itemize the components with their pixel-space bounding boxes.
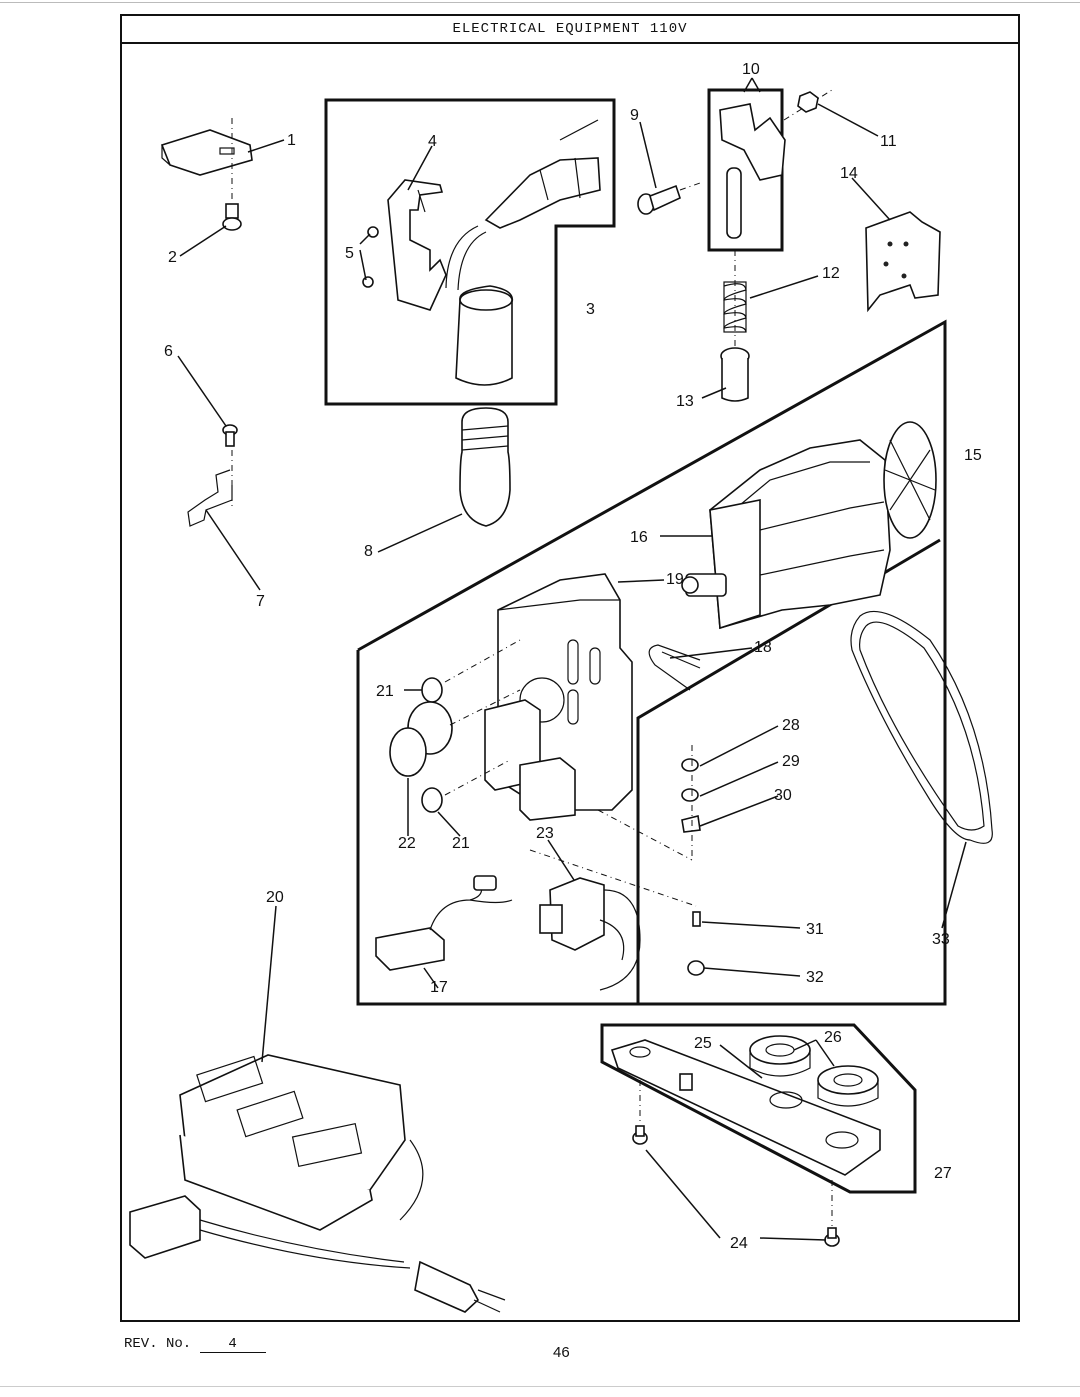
callout-25: 25	[694, 1035, 712, 1052]
part-20-foot-control	[129, 1054, 506, 1313]
part-1-bracket	[160, 129, 253, 176]
revision-number: REV. No. 4	[124, 1336, 266, 1353]
callout-23: 23	[536, 825, 554, 842]
part-22-knob	[389, 701, 453, 777]
part-24-screw-b	[824, 1227, 840, 1247]
part-9-screw	[637, 184, 681, 215]
callout-26: 26	[824, 1029, 842, 1046]
part-33-belt	[850, 610, 993, 844]
part-30-nut	[681, 815, 701, 833]
callout-19: 19	[666, 571, 684, 588]
callout-31: 31	[806, 921, 824, 938]
callout-7: 7	[256, 593, 265, 610]
part-16-motor	[681, 439, 891, 630]
part-31-screw	[692, 911, 701, 927]
callout-6: 6	[164, 343, 173, 360]
part-17-connector	[375, 875, 513, 971]
callout-2: 2	[168, 249, 177, 266]
part-26-foot-a	[749, 1035, 811, 1077]
bottom-rule	[0, 1386, 1080, 1387]
callout-18: 18	[754, 639, 772, 656]
callout-29: 29	[782, 753, 800, 770]
callout-21b: 21	[452, 835, 470, 852]
part-fan	[883, 421, 937, 539]
revision-value: 4	[199, 1336, 266, 1353]
part-26-foot-b	[817, 1065, 879, 1107]
part-4-bracket	[387, 179, 447, 311]
callout-21a: 21	[376, 683, 394, 700]
callout-33: 33	[932, 931, 950, 948]
box-assembly-10	[707, 88, 784, 252]
callout-11: 11	[880, 133, 897, 150]
top-rule	[0, 2, 1080, 3]
callout-9: 9	[630, 107, 639, 124]
callout-10: 10	[742, 61, 760, 78]
callout-24: 24	[730, 1235, 748, 1252]
page-number: 46	[553, 1344, 570, 1361]
part-6-screw	[222, 424, 238, 447]
callout-17: 17	[430, 979, 448, 996]
box-assembly-27	[600, 1023, 917, 1194]
part-21-bushing-a	[421, 677, 443, 703]
callout-14: 14	[840, 165, 858, 182]
part-8-bulb	[459, 407, 511, 527]
part-18-clip	[648, 644, 701, 691]
part-21-bushing-b	[421, 787, 443, 813]
callout-30: 30	[774, 787, 792, 804]
callout-13: 13	[676, 393, 694, 410]
callout-1: 1	[287, 132, 296, 149]
part-29-washer	[681, 788, 699, 802]
callout-4: 4	[428, 133, 437, 150]
callout-5: 5	[345, 245, 354, 262]
box-assembly-15-outline	[356, 650, 638, 1006]
part-19-housing	[484, 573, 633, 821]
part-14-plate	[865, 211, 941, 313]
part-11-nut	[797, 91, 819, 113]
part-32-bushing	[687, 960, 705, 976]
part-7-wire-guide	[187, 469, 233, 527]
callout-15: 15	[964, 447, 982, 464]
part-12-spring	[723, 281, 747, 333]
part-socket	[445, 119, 601, 386]
callout-12: 12	[822, 265, 840, 282]
part-13-bushing	[720, 347, 750, 402]
diagram-frame: ELECTRICAL EQUIPMENT 110V	[120, 14, 1020, 1322]
part-10-assembly	[719, 103, 786, 239]
part-28-washer	[681, 758, 699, 772]
callout-20: 20	[266, 889, 284, 906]
revision-label: REV. No.	[124, 1336, 192, 1352]
callout-28: 28	[782, 717, 800, 734]
callout-27: 27	[934, 1165, 952, 1182]
callout-16: 16	[630, 529, 648, 546]
part-27-plate	[610, 1039, 881, 1176]
part-23-switch	[539, 877, 641, 991]
callout-3: 3	[586, 301, 595, 318]
callout-22: 22	[398, 835, 416, 852]
part-2-screw	[222, 203, 242, 231]
callout-8: 8	[364, 543, 373, 560]
callout-32: 32	[806, 969, 824, 986]
page-title: ELECTRICAL EQUIPMENT 110V	[122, 16, 1018, 44]
box-assembly-3	[324, 98, 616, 406]
part-24-screw-a	[632, 1125, 648, 1145]
